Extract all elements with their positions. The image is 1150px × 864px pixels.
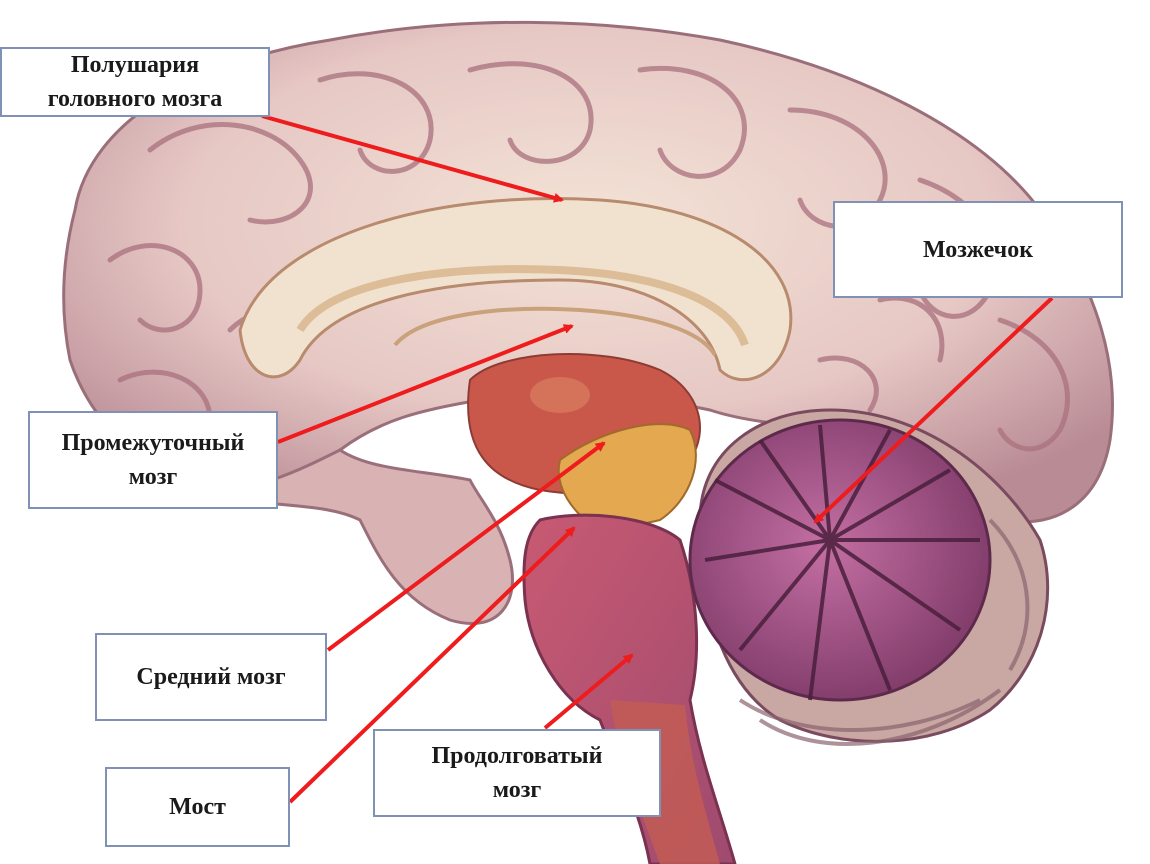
label-hemispheres: Полушария головного мозга <box>0 47 270 117</box>
label-pons-line1: Мост <box>169 794 226 820</box>
label-hemispheres-line1: Полушария <box>70 52 200 78</box>
arrow-medulla <box>543 653 634 730</box>
corpus-callosum <box>238 197 793 381</box>
arrow-diencephalon <box>277 324 574 444</box>
temporal-lobe <box>199 448 514 626</box>
label-hemispheres-line2: головного мозга <box>47 86 223 112</box>
label-cerebellum: Мозжечок <box>833 201 1123 298</box>
arrow-midbrain <box>326 441 606 652</box>
arrow-pons <box>288 526 576 804</box>
label-diencephalon: Промежуточный мозг <box>28 411 278 509</box>
label-pons: Мост <box>105 767 290 847</box>
label-medulla: Продолговатый мозг <box>373 729 661 817</box>
label-cerebellum-line1: Мозжечок <box>922 236 1034 263</box>
cerebellum-region <box>688 408 1050 746</box>
arrow-cerebellum <box>813 296 1054 524</box>
arrow-hemispheres <box>261 114 564 203</box>
label-medulla-line1: Продолговатый <box>431 743 603 769</box>
label-diencephalon-line2: мозг <box>128 464 178 490</box>
pointer-arrows <box>261 114 1054 804</box>
label-diencephalon-line1: Промежуточный <box>61 430 245 456</box>
label-midbrain-line1: Средний мозг <box>136 664 286 690</box>
label-midbrain: Средний мозг <box>95 633 327 721</box>
label-medulla-line2: мозг <box>492 777 542 803</box>
